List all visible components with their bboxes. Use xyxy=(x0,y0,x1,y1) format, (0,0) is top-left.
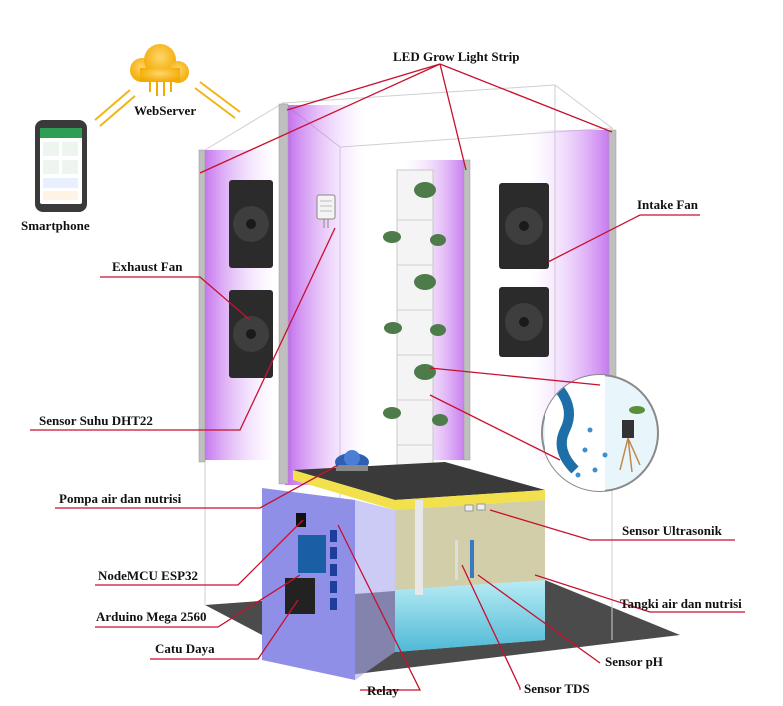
water-drip-zoom xyxy=(541,374,659,492)
label-sensor-ultrasonik: Sensor Ultrasonik xyxy=(622,523,722,538)
wifi-arrows xyxy=(94,81,241,127)
water-pump-icon xyxy=(335,450,369,471)
label-relay: Relay xyxy=(367,683,399,698)
label-catu-daya: Catu Daya xyxy=(155,641,215,656)
label-nodemcu-esp32: NodeMCU ESP32 xyxy=(98,568,199,583)
label-sensor-tds: Sensor TDS xyxy=(524,681,590,696)
electronics-panel xyxy=(262,488,395,680)
label-sensor-ph: Sensor pH xyxy=(605,654,663,669)
label-pompa-air: Pompa air dan nutrisi xyxy=(59,491,182,506)
label-webserver: WebServer xyxy=(134,103,197,118)
label-arduino-mega: Arduino Mega 2560 xyxy=(96,609,207,624)
reservoir-tank xyxy=(293,462,545,652)
label-sensor-suhu-dht22: Sensor Suhu DHT22 xyxy=(39,413,153,428)
label-led-grow-light-strip: LED Grow Light Strip xyxy=(393,49,520,64)
cloud-icon xyxy=(130,44,189,96)
label-intake-fan: Intake Fan xyxy=(637,197,699,212)
label-exhaust-fan: Exhaust Fan xyxy=(112,259,183,274)
dht22-sensor-icon xyxy=(316,194,336,228)
leader-lines xyxy=(30,63,745,691)
led-strips xyxy=(198,103,617,485)
label-tangki-air: Tangki air dan nutrisi xyxy=(620,596,742,611)
label-smartphone: Smartphone xyxy=(21,218,90,233)
grow-light-glow-mid-left xyxy=(285,105,365,485)
grow-tower xyxy=(396,169,434,471)
intake-fan-icon xyxy=(499,183,549,357)
smartphone-icon xyxy=(35,120,87,212)
